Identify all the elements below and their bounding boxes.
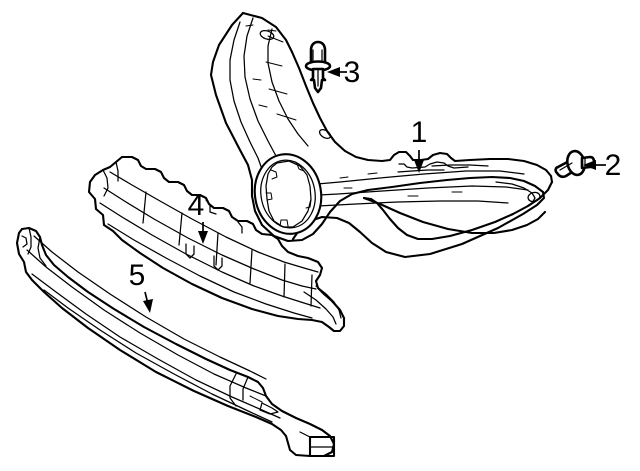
lower-molding-crease-1 — [33, 235, 267, 380]
lower-molding-left-edge — [37, 236, 47, 267]
emblem-hole-tab-5 — [296, 163, 305, 172]
part-5-lower-molding[interactable] — [15, 226, 336, 458]
lower-molding-end-tab — [308, 435, 336, 458]
lower-molding-crease-4 — [43, 289, 273, 423]
callout-number-1: 1 — [411, 116, 428, 149]
grille-frame-crease-c — [317, 200, 509, 207]
grille-frame-taper-underside — [362, 196, 547, 235]
grille-insert-tab-hanging — [185, 243, 195, 259]
grille-insert-rib-1 — [142, 191, 147, 224]
grille-frame-right-end-hole — [527, 191, 541, 203]
grille-insert-left-chamfer-2 — [115, 161, 119, 182]
emblem-hole-tab-2 — [265, 192, 273, 201]
grille-arm-crease-1 — [229, 21, 266, 187]
emblem-hole-outer — [253, 153, 323, 235]
grille-insert-step-detail — [205, 199, 217, 215]
callout-number-4: 4 — [188, 189, 205, 222]
callout-5-leader — [143, 291, 153, 313]
emblem-hole-tab-1 — [270, 169, 278, 180]
emblem-hole-polygon — [265, 160, 312, 228]
grille-frame-wing-top-edge — [380, 150, 554, 184]
grille-insert-left-chamfer — [102, 169, 109, 197]
grille-arm-segment-1 — [267, 35, 284, 43]
callout-1-arrowhead — [414, 160, 424, 173]
lower-molding-flat-detail — [259, 402, 279, 415]
lower-molding-end-tab-link — [299, 431, 311, 438]
callout-number-5: 5 — [129, 259, 146, 292]
grille-arm-tick-2 — [245, 24, 254, 27]
lower-molding-crease-3 — [31, 273, 281, 419]
part-4-grille-insert[interactable] — [87, 155, 346, 333]
callout-3-leader — [327, 67, 347, 77]
grille-frame-crease-b — [299, 185, 529, 197]
grille-insert-ridge-3 — [99, 202, 321, 309]
grille-frame-notch-detail — [398, 161, 469, 169]
grille-insert-rib-2 — [178, 212, 183, 246]
grille-insert-ridge-2 — [103, 187, 317, 290]
lower-molding-flat-detail-2 — [249, 395, 263, 403]
grille-insert-tab-hanging-2 — [213, 255, 223, 271]
grille-frame-crease-a — [305, 170, 525, 186]
grille-insert-ridge-1 — [109, 171, 319, 273]
grille-arm-crease-3 — [267, 28, 309, 147]
lower-molding-left-notch — [27, 227, 32, 255]
grille-arm-segment-3 — [268, 88, 288, 95]
emblem-hole-tab-3 — [279, 219, 289, 227]
callout-2-arrowhead — [583, 160, 596, 170]
grille-arm-tick-1 — [267, 29, 277, 32]
lower-molding-crease-2 — [26, 249, 267, 397]
callout-4-leader — [198, 222, 208, 244]
grille-insert-ridge-4 — [107, 223, 313, 319]
grille-arm-hole-lower — [318, 128, 332, 140]
lower-molding-transition-2 — [242, 376, 249, 401]
grille-insert-right-taper-2 — [303, 291, 337, 325]
grille-arm-tick-4 — [258, 104, 268, 108]
lower-molding-transition — [229, 373, 237, 407]
grille-frame-crease-d — [397, 169, 445, 173]
grille-insert-outline — [87, 155, 346, 333]
grille-arm-hole-upper — [259, 29, 275, 41]
part-3-clip-vertical[interactable] — [304, 40, 332, 94]
callout-4-arrowhead — [198, 231, 208, 244]
part-1-grille-frame[interactable] — [209, 11, 554, 259]
grille-frame-top-cap — [241, 11, 294, 54]
grille-insert-rib-5 — [283, 263, 286, 298]
grille-insert-right-taper-1 — [315, 285, 342, 319]
grille-insert-rib-3 — [215, 232, 219, 266]
lower-molding-left-notch-2 — [21, 235, 28, 248]
grille-arm-crease-2 — [243, 17, 282, 171]
callout-1-leader — [414, 150, 424, 173]
grille-insert-rib-4 — [249, 249, 253, 284]
callout-3-arrowhead — [327, 67, 340, 77]
callout-number-2: 2 — [605, 149, 622, 182]
emblem-hole-inner-ring — [260, 159, 316, 229]
grille-wing-mark-1 — [339, 176, 349, 179]
emblem-hole-tab-4 — [305, 199, 312, 209]
grille-insert-step-detail-2 — [237, 221, 243, 234]
clip2-shank-line — [559, 162, 573, 171]
callout-2-leader — [583, 160, 606, 170]
callout-5-arrowhead — [143, 299, 153, 313]
callout-number-3: 3 — [344, 56, 361, 89]
grille-wing-mark-2 — [367, 172, 378, 175]
grille-insert-rib-6 — [310, 274, 313, 307]
grille-frame-crease-e — [431, 164, 489, 167]
grille-arm-tick-3 — [252, 78, 262, 81]
grille-arm-segment-4 — [276, 113, 297, 121]
grille-frame-outline — [209, 11, 546, 259]
grille-arm-segment-2 — [265, 61, 283, 67]
